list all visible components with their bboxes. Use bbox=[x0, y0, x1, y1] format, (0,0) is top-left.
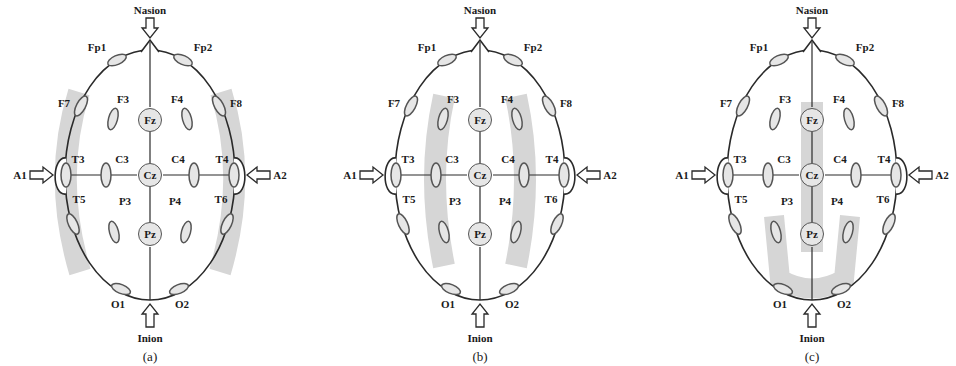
midline-electrode: Fz bbox=[468, 108, 492, 132]
electrode-label: Inion bbox=[799, 333, 824, 344]
electrode-label: Fp1 bbox=[88, 42, 106, 53]
electrode-label: Cz bbox=[144, 170, 157, 181]
midline-electrode: Pz bbox=[138, 222, 162, 246]
midline-connector bbox=[149, 132, 150, 163]
electrode-label: A1 bbox=[343, 170, 356, 181]
electrode-label: Fz bbox=[806, 115, 818, 126]
electrode-label: A2 bbox=[603, 170, 616, 181]
midline-electrode: Fz bbox=[800, 108, 824, 132]
electrode-label: Pz bbox=[806, 229, 818, 240]
electrode-label: T4 bbox=[546, 154, 559, 165]
electrode-label: Inion bbox=[137, 333, 162, 344]
electrode-label: Fp2 bbox=[194, 42, 212, 53]
electrode-label: T3 bbox=[734, 154, 747, 165]
electrode-label: O1 bbox=[773, 299, 787, 310]
midline-electrode: Fz bbox=[138, 108, 162, 132]
electrode-label: Fp1 bbox=[750, 42, 768, 53]
electrode-label: C4 bbox=[833, 154, 846, 165]
electrode-label: P3 bbox=[119, 196, 131, 207]
midline-connector bbox=[149, 187, 150, 222]
electrode-label: F3 bbox=[117, 94, 129, 105]
midline-connector bbox=[479, 187, 480, 222]
electrode-label: F8 bbox=[560, 98, 572, 109]
electrode-label: T5 bbox=[73, 194, 86, 205]
electrode-label: T6 bbox=[215, 194, 228, 205]
electrode-label: Inion bbox=[467, 333, 492, 344]
electrode-label: P4 bbox=[499, 196, 511, 207]
electrode-label: A1 bbox=[675, 170, 688, 181]
panel-label: (b) bbox=[472, 350, 487, 363]
electrode-label: T5 bbox=[403, 194, 416, 205]
shaded-band bbox=[801, 102, 823, 252]
electrode-label: T6 bbox=[877, 194, 890, 205]
electrode-label: C3 bbox=[115, 154, 128, 165]
electrode-label: O2 bbox=[837, 299, 851, 310]
electrode-label: Pz bbox=[474, 229, 486, 240]
electrode-label: P4 bbox=[169, 196, 181, 207]
electrode-label: O2 bbox=[505, 299, 519, 310]
electrode-label: Nasion bbox=[796, 5, 828, 16]
electrode-label: F4 bbox=[171, 94, 183, 105]
electrode-label: C4 bbox=[171, 154, 184, 165]
panel-a bbox=[30, 18, 270, 327]
electrode-label: T5 bbox=[735, 194, 748, 205]
panel-b bbox=[360, 18, 600, 327]
electrode-label: Nasion bbox=[134, 5, 166, 16]
electrode-label: F8 bbox=[230, 98, 242, 109]
panel-label: (c) bbox=[805, 350, 819, 363]
electrode-label: Cz bbox=[806, 170, 819, 181]
midline-electrode: Pz bbox=[468, 222, 492, 246]
electrode-label: Fp2 bbox=[856, 42, 874, 53]
electrode-label: F7 bbox=[720, 98, 732, 109]
electrode-label: Fp1 bbox=[418, 42, 436, 53]
electrode-label: T3 bbox=[72, 154, 85, 165]
electrode-label: F3 bbox=[779, 94, 791, 105]
electrode-label: T4 bbox=[216, 154, 229, 165]
electrode-label: O1 bbox=[111, 299, 125, 310]
electrode-label: F3 bbox=[447, 94, 459, 105]
electrode-label: T4 bbox=[878, 154, 891, 165]
electrode-label: T3 bbox=[402, 154, 415, 165]
electrode-label: A2 bbox=[935, 170, 948, 181]
midline-connector bbox=[811, 187, 812, 222]
midline-electrode: Pz bbox=[800, 222, 824, 246]
panel-c bbox=[692, 18, 932, 327]
electrode-label: F8 bbox=[892, 98, 904, 109]
electrode-label: Cz bbox=[474, 170, 487, 181]
electrode-label: O2 bbox=[175, 299, 189, 310]
electrode-label: C4 bbox=[501, 154, 514, 165]
panel-label: (a) bbox=[143, 350, 157, 363]
electrode-label: Fz bbox=[474, 115, 486, 126]
midline-connector bbox=[811, 132, 812, 163]
electrode-label: A1 bbox=[13, 170, 26, 181]
electrode-label: Pz bbox=[144, 229, 156, 240]
electrode-label: Fp2 bbox=[524, 42, 542, 53]
electrode-label: Fz bbox=[144, 115, 156, 126]
electrode-label: P3 bbox=[449, 196, 461, 207]
head-diagram bbox=[692, 18, 932, 327]
electrode-label: C3 bbox=[445, 154, 458, 165]
electrode-label: T6 bbox=[545, 194, 558, 205]
electrode-label: P3 bbox=[781, 196, 793, 207]
head-diagram bbox=[30, 18, 270, 327]
electrode-label: Nasion bbox=[464, 5, 496, 16]
midline-connector bbox=[479, 132, 480, 163]
head-diagram bbox=[360, 18, 600, 327]
electrode-label: F4 bbox=[833, 94, 845, 105]
electrode-label: O1 bbox=[441, 299, 455, 310]
electrode-label: F7 bbox=[388, 98, 400, 109]
electrode-label: C3 bbox=[777, 154, 790, 165]
electrode-label: A2 bbox=[273, 170, 286, 181]
electrode-label: P4 bbox=[831, 196, 843, 207]
electrode-label: F7 bbox=[58, 98, 70, 109]
midline-electrode: Cz bbox=[800, 163, 824, 187]
electrode-label: F4 bbox=[501, 94, 513, 105]
midline-electrode: Cz bbox=[138, 163, 162, 187]
midline-electrode: Cz bbox=[468, 163, 492, 187]
